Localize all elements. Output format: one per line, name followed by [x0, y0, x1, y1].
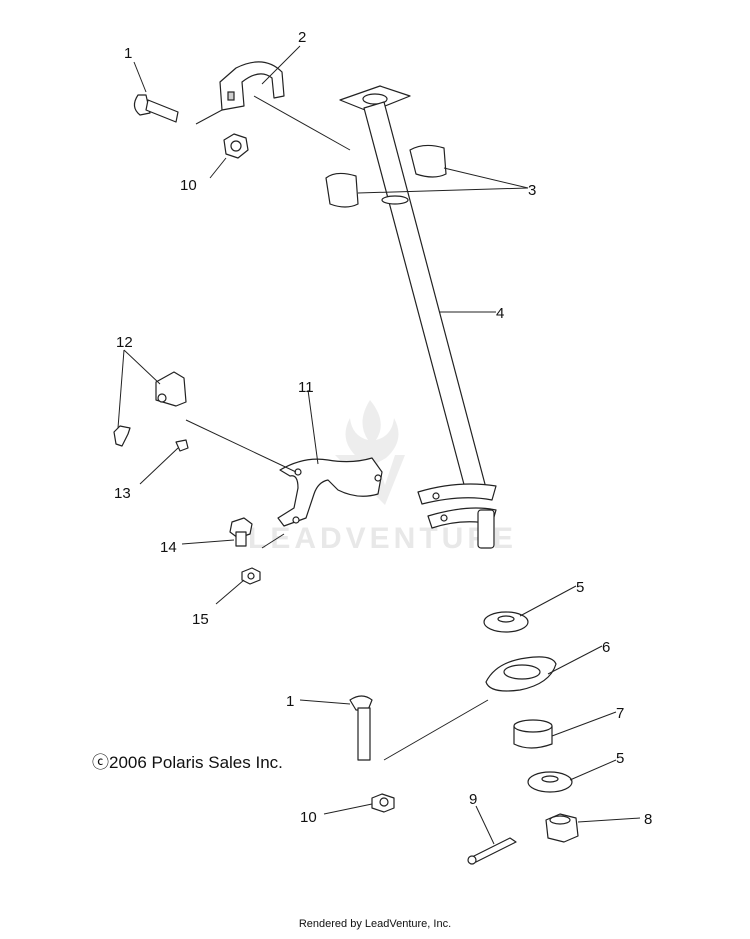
- copyright-notice: ⓒ2006 Polaris Sales Inc.: [92, 753, 283, 772]
- carriage-bolt-top: [133, 94, 179, 123]
- spacer: [513, 719, 553, 749]
- washer-bottom: [527, 771, 573, 793]
- flange-nut-top: [223, 133, 249, 159]
- bushings: [325, 144, 447, 208]
- leader-lines: [117, 45, 641, 845]
- callout-5-top: 5: [576, 579, 584, 596]
- callout-13: 13: [114, 485, 131, 502]
- callout-10-bottom: 10: [300, 809, 317, 826]
- callout-12: 12: [116, 334, 133, 351]
- footer-credit: Rendered by LeadVenture, Inc.: [298, 918, 452, 930]
- flange-bolt: [229, 517, 253, 547]
- callout-1-top: 1: [124, 45, 132, 62]
- mounting-bracket: [277, 457, 383, 527]
- callout-10-top: 10: [180, 177, 197, 194]
- callout-8: 8: [644, 811, 652, 828]
- callout-11: 11: [298, 379, 314, 396]
- callout-labels: 1 2 3 4 5 6 7 5 8 9 10 10 11 12 13 14 15…: [114, 29, 652, 828]
- castle-nut: [545, 813, 579, 843]
- carriage-bolt-bottom: [349, 695, 373, 761]
- ignition-switch: [113, 371, 187, 447]
- nut-small: [241, 567, 261, 585]
- clamp-top: [219, 61, 285, 111]
- callout-15: 15: [192, 611, 209, 628]
- screw-small: [175, 439, 189, 452]
- callout-4: 4: [496, 305, 504, 322]
- bearing-flange: [485, 656, 557, 692]
- callout-3: 3: [528, 182, 536, 199]
- steering-post: [339, 85, 497, 549]
- cotter-pin: [467, 837, 517, 865]
- washer-top: [483, 611, 529, 633]
- callout-1-bottom: 1: [286, 693, 294, 710]
- callout-9: 9: [469, 791, 477, 808]
- watermark-text: LEADVENTURE: [248, 522, 517, 555]
- flange-nut-bottom: [371, 793, 395, 813]
- callout-14: 14: [160, 539, 177, 556]
- callout-6: 6: [602, 639, 610, 656]
- callout-7: 7: [616, 705, 624, 722]
- callout-2: 2: [298, 29, 306, 46]
- callout-5-bottom: 5: [616, 750, 624, 767]
